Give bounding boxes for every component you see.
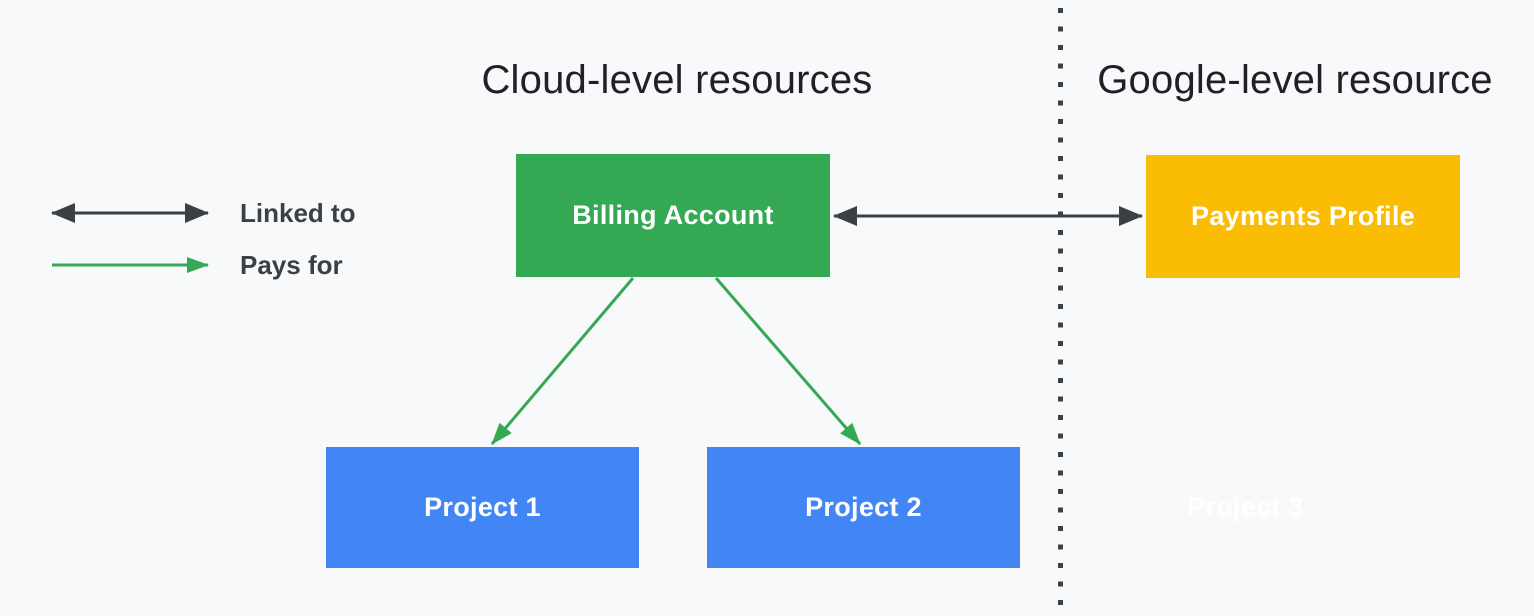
- legend: Linked to Pays for: [48, 195, 388, 283]
- legend-item-linked-to: Linked to: [48, 195, 388, 231]
- pays-for-arrow-project-2: [714, 277, 862, 445]
- google-level-section-title: Google-level resource: [1097, 58, 1493, 102]
- project-1-label: Project 1: [424, 492, 541, 522]
- payments-profile-node: Payments Profile: [1146, 155, 1460, 278]
- pays-for-arrow-project-1: [490, 277, 635, 445]
- double-headed-arrow-icon: [51, 203, 209, 223]
- project-2-node: Project 2: [707, 447, 1020, 568]
- cloud-level-section-title: Cloud-level resources: [481, 58, 873, 102]
- project-3-node-hidden: Project 3: [1089, 447, 1402, 568]
- legend-item-pays-for: Pays for: [48, 247, 388, 283]
- green-arrow-icon: [52, 257, 209, 273]
- billing-account-label: Billing Account: [572, 200, 774, 230]
- project-2-label: Project 2: [805, 492, 922, 522]
- payments-profile-label: Payments Profile: [1191, 201, 1415, 231]
- legend-label-linked-to: Linked to: [240, 197, 356, 228]
- project-3-label: Project 3: [1187, 492, 1304, 522]
- project-1-node: Project 1: [326, 447, 639, 568]
- section-divider-dotted-line: [1058, 8, 1063, 616]
- billing-account-node: Billing Account: [516, 154, 830, 277]
- legend-label-pays-for: Pays for: [240, 249, 343, 280]
